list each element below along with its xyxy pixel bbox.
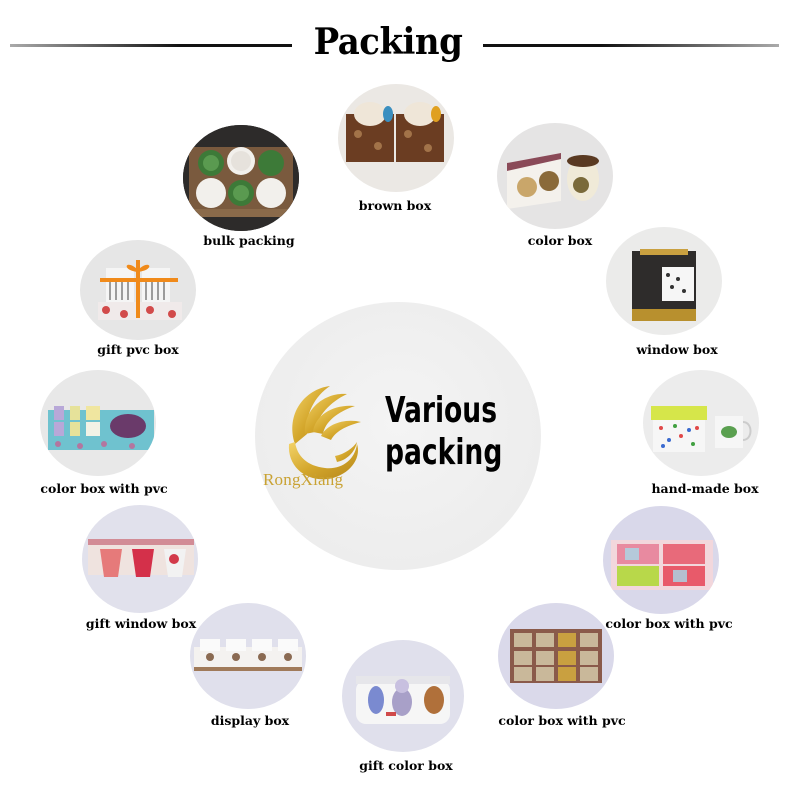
brand-name: RongXiang xyxy=(263,470,344,489)
page-title: Packing xyxy=(313,20,463,64)
rongxiang-logo-icon xyxy=(275,374,375,494)
gift-pvc-box-image xyxy=(80,240,196,340)
item-label: gift pvc box xyxy=(97,342,179,357)
item-label: color box with pvc xyxy=(605,616,733,631)
color-box-with-pvc-image xyxy=(603,506,719,614)
item-label: display box xyxy=(210,713,290,728)
hand-made-box-image xyxy=(643,370,759,476)
header-divider-left xyxy=(10,44,292,47)
headline: Various packing xyxy=(385,390,502,474)
display-box-image xyxy=(190,603,306,709)
item-label: hand-made box xyxy=(651,481,759,496)
headline-line-1: Various xyxy=(385,390,498,431)
item-label: color box with pvc xyxy=(40,481,168,496)
window-box-image xyxy=(606,227,722,335)
brown-box-image xyxy=(338,84,454,192)
headline-line-2: packing xyxy=(385,432,503,473)
item-label: window box xyxy=(636,342,718,357)
item-label: brown box xyxy=(358,198,432,213)
color-box-image xyxy=(497,123,613,229)
color-box-with-pvc-image xyxy=(498,603,614,709)
item-label: gift window box xyxy=(85,616,197,631)
item-label: bulk packing xyxy=(203,233,295,248)
gift-color-box-image xyxy=(342,640,464,752)
header-divider-right xyxy=(483,44,779,47)
color-box-with-pvc-image xyxy=(40,370,156,476)
gift-window-box-image xyxy=(82,505,198,613)
item-label: gift color box xyxy=(359,758,453,773)
bulk-packing-image xyxy=(183,125,299,231)
page-header: Packing xyxy=(0,18,800,68)
item-label: color box xyxy=(527,233,593,248)
item-label: color box with pvc xyxy=(498,713,626,728)
center-brand-circle: RongXiang Various packing xyxy=(255,302,541,570)
